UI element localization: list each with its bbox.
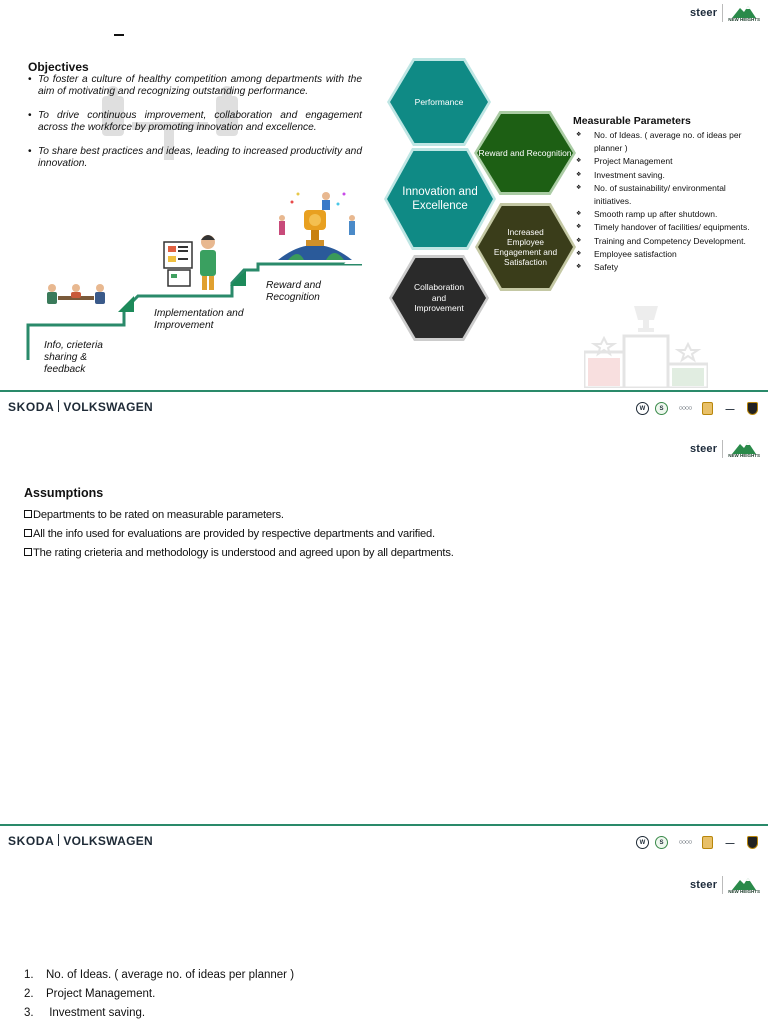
group-logo-icon: ▬▬▬	[725, 840, 735, 845]
group-logo-icon: ▬▬▬	[725, 406, 735, 411]
skoda-logo-icon: S	[655, 836, 668, 849]
parameter-item: No. of sustainability/ environmental ini…	[576, 182, 762, 208]
brand-logos: steer NEW HEIGHTS	[690, 440, 760, 459]
assumption-text: The rating crieteria and methodology is …	[33, 547, 454, 559]
checkbox-square-icon	[24, 529, 32, 537]
parameter-item: Safety	[576, 261, 762, 274]
parameter-item: Training and Competency Development.	[576, 235, 762, 248]
assumption-text: Departments to be rated on measurable pa…	[33, 509, 284, 521]
objectives-list: To foster a culture of healthy competiti…	[28, 74, 362, 183]
item-text: Investment saving.	[46, 1007, 146, 1019]
parameter-item: Project Management	[576, 155, 762, 168]
step-label-implementation: Implementation and Improvement	[154, 308, 244, 331]
footer-divider	[0, 824, 768, 826]
objective-item: To share best practices and ideas, leadi…	[28, 146, 362, 169]
numbered-item: 2. Project Management.	[24, 985, 294, 1004]
team-meeting-icon	[47, 284, 105, 304]
porsche-logo-icon	[702, 402, 713, 415]
objectives-title: Objectives	[28, 60, 89, 74]
item-number: 2.	[24, 988, 34, 1000]
trophy-celebration-icon	[278, 192, 355, 260]
new-heights-text: NEW HEIGHTS	[728, 453, 760, 458]
parameter-item: No. of Ideas. ( average no. of ideas per…	[576, 129, 762, 155]
new-heights-text: NEW HEIGHTS	[728, 17, 760, 22]
new-heights-logo: NEW HEIGHTS	[728, 440, 760, 459]
mountain-icon	[732, 878, 757, 890]
porsche-logo-icon	[702, 836, 713, 849]
lamborghini-logo-icon	[747, 836, 758, 849]
parameter-item: Timely handover of facilities/ equipment…	[576, 221, 762, 234]
numbered-item: 1. No. of Ideas. ( average no. of ideas p…	[24, 966, 294, 985]
parameter-item: Investment saving.	[576, 169, 762, 182]
assumptions-list: Departments to be rated on measurable pa…	[24, 506, 454, 563]
audi-logo-icon: ○○○○	[678, 405, 693, 412]
lamborghini-logo-icon	[747, 402, 758, 415]
measurable-parameters-title: Measurable Parameters	[573, 115, 691, 127]
assumption-item: All the info used for evaluations are pr…	[24, 525, 454, 544]
brand-divider	[722, 440, 724, 459]
title-dash	[114, 34, 124, 36]
brand-divider	[722, 4, 724, 23]
item-number: 1.	[24, 969, 34, 981]
brand-divider	[722, 876, 724, 895]
skoda-volkswagen-logo: SKODA VOLKSWAGEN	[8, 834, 153, 848]
steer-logo: steer	[689, 879, 718, 892]
volkswagen-wordmark: VOLKSWAGEN	[63, 400, 154, 414]
slide-parameters-list: steer NEW HEIGHTS 1. No. of Ideas. ( aver…	[0, 872, 768, 1024]
logo-separator	[58, 400, 60, 412]
hex-reward: Reward and Recognition	[477, 114, 573, 192]
checkbox-square-icon	[24, 548, 32, 556]
skoda-wordmark: SKODA	[8, 834, 55, 848]
group-brand-logos: W S ○○○○ ▬▬▬	[636, 836, 758, 849]
checkbox-square-icon	[24, 510, 32, 518]
logo-separator	[58, 834, 60, 846]
group-brand-logos: W S ○○○○ ▬▬▬	[636, 402, 758, 415]
new-heights-logo: NEW HEIGHTS	[728, 876, 760, 895]
new-heights-logo: NEW HEIGHTS	[728, 4, 760, 23]
steer-logo: steer	[689, 7, 718, 20]
measurable-parameters-list: No. of Ideas. ( average no. of ideas per…	[576, 129, 762, 274]
volkswagen-wordmark: VOLKSWAGEN	[63, 834, 154, 848]
audi-logo-icon: ○○○○	[678, 839, 693, 846]
assumption-item: The rating crieteria and methodology is …	[24, 544, 454, 563]
step-label-reward: Reward and Recognition	[266, 280, 321, 303]
skoda-wordmark: SKODA	[8, 400, 55, 414]
parameter-item: Employee satisfaction	[576, 248, 762, 261]
brand-logos: steer NEW HEIGHTS	[690, 876, 760, 895]
mountain-icon	[732, 442, 757, 454]
objective-item: To foster a culture of healthy competiti…	[28, 74, 362, 97]
assumptions-title: Assumptions	[24, 486, 104, 500]
item-text: Project Management.	[46, 988, 156, 1000]
skoda-volkswagen-logo: SKODA VOLKSWAGEN	[8, 400, 153, 414]
assumption-text: All the info used for evaluations are pr…	[33, 528, 435, 540]
numbered-item: 3. Investment saving.	[24, 1004, 294, 1023]
mountain-icon	[732, 6, 757, 18]
parameters-numbered-list: 1. No. of Ideas. ( average no. of ideas p…	[24, 966, 294, 1023]
vw-logo-icon: W	[636, 402, 649, 415]
item-text: No. of Ideas. ( average no. of ideas per…	[46, 969, 295, 981]
slide-objectives: steer NEW HEIGHTS Objectives To foster a…	[0, 0, 768, 436]
item-number: 3.	[24, 1007, 34, 1019]
new-heights-text: NEW HEIGHTS	[728, 889, 760, 894]
steer-logo: steer	[689, 443, 718, 456]
vw-logo-icon: W	[636, 836, 649, 849]
step-label-info: Info, crieteria sharing & feedback	[44, 340, 103, 375]
footer-divider	[0, 390, 768, 392]
parameter-item: Smooth ramp up after shutdown.	[576, 208, 762, 221]
skoda-logo-icon: S	[655, 402, 668, 415]
hex-performance: Performance	[390, 61, 488, 143]
slide-assumptions: steer NEW HEIGHTS Assumptions Department…	[0, 436, 768, 872]
podium-watermark-icon	[584, 306, 708, 388]
assumption-item: Departments to be rated on measurable pa…	[24, 506, 454, 525]
objective-item: To drive continuous improvement, collabo…	[28, 110, 362, 133]
brand-logos: steer NEW HEIGHTS	[690, 4, 760, 23]
presenter-icon	[163, 235, 216, 290]
